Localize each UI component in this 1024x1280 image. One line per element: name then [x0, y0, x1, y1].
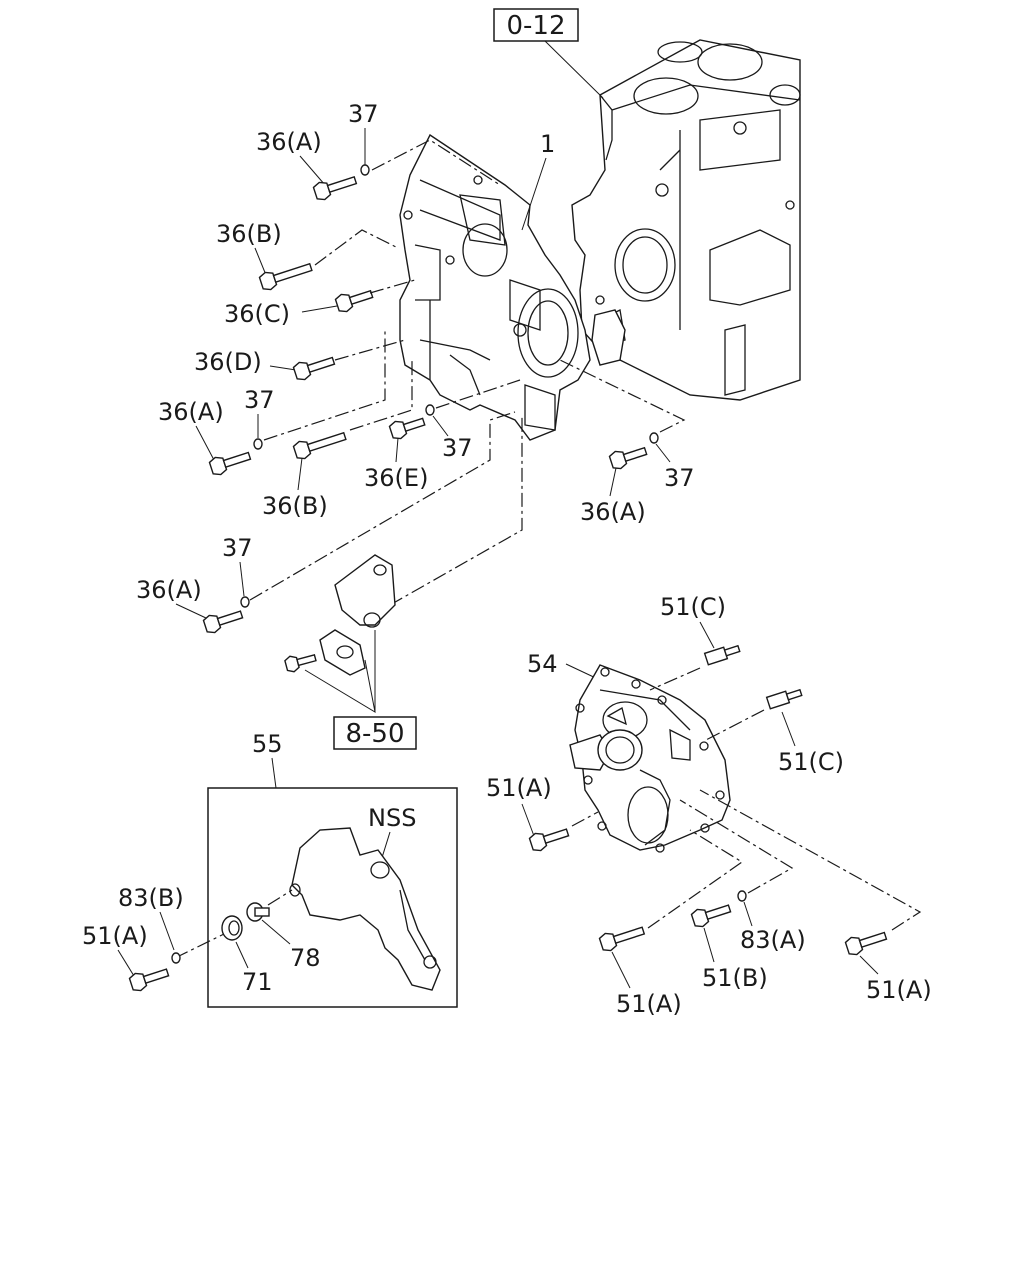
ref-label: 0-12: [506, 11, 565, 41]
stud-51c-top: [703, 644, 741, 666]
callout-36b-mid: 36(B): [262, 492, 328, 520]
bolt-51b: [690, 904, 732, 928]
bolt-51a-left: [128, 968, 170, 992]
callout-36b-top: 36(B): [216, 220, 282, 248]
bolt-36a-lower: [202, 610, 244, 634]
washer-83a: [737, 890, 747, 902]
washer-37: [360, 164, 370, 176]
callout-1: 1: [540, 130, 555, 158]
bolt-51a-far: [844, 931, 888, 956]
part-71: [221, 915, 243, 941]
callout-36a-lower: 36(A): [136, 576, 202, 604]
washer-83b: [171, 952, 181, 964]
callout-83a: 83(A): [740, 926, 806, 954]
callout-36a-left: 36(A): [158, 398, 224, 426]
callout-37-left: 37: [244, 386, 275, 414]
callout-37-top: 37: [348, 100, 379, 128]
callout-78: 78: [290, 944, 321, 972]
stud-51c-right: [765, 688, 803, 710]
bolt-36a-right: [608, 446, 648, 470]
callout-51a-mid: 51(A): [486, 774, 552, 802]
callout-51b: 51(B): [702, 964, 768, 992]
callout-nss: NSS: [368, 804, 416, 832]
part-78: [246, 902, 270, 922]
bolt-51a-bottom: [598, 926, 646, 952]
front-cover: [569, 664, 731, 853]
callout-51a-left: 51(A): [82, 922, 148, 950]
bolt-51a-mid: [528, 828, 570, 852]
callout-36c: 36(C): [224, 300, 290, 328]
callout-37-lower: 37: [222, 534, 253, 562]
callout-36d: 36(D): [194, 348, 262, 376]
callout-37-right: 37: [664, 464, 695, 492]
callout-51c-top: 51(C): [660, 593, 726, 621]
washer-37-mid: [425, 404, 435, 416]
bolt-36b-mid: [292, 431, 347, 460]
callout-55: 55: [252, 730, 283, 758]
callout-71: 71: [242, 968, 273, 996]
callout-36a-top: 36(A): [256, 128, 322, 156]
bolt-36c: [334, 289, 374, 313]
callout-51c-right: 51(C): [778, 748, 844, 776]
bracket: [284, 554, 396, 676]
washer-37-right: [649, 432, 659, 444]
reference-box-0-12: 0-12: [493, 8, 604, 99]
reference-box-8-50: 8-50: [333, 716, 417, 750]
cover-plate: [289, 827, 441, 991]
callout-36a-right: 36(A): [580, 498, 646, 526]
callout-54: 54: [527, 650, 558, 678]
callout-36e: 36(E): [364, 464, 428, 492]
bolt-36d: [292, 356, 336, 381]
bolt-36b: [258, 262, 313, 291]
callout-83b: 83(B): [118, 884, 184, 912]
washer-37-lower: [240, 596, 250, 608]
bolt-36a-left: [208, 451, 252, 476]
washer-37-left: [253, 438, 263, 450]
callout-51a-far: 51(A): [866, 976, 932, 1004]
ref-label: 8-50: [345, 719, 404, 749]
callout-37-mid: 37: [442, 434, 473, 462]
bolt-36e: [388, 417, 426, 440]
callout-51a-bottom: 51(A): [616, 990, 682, 1018]
bolt-36a: [312, 175, 358, 201]
